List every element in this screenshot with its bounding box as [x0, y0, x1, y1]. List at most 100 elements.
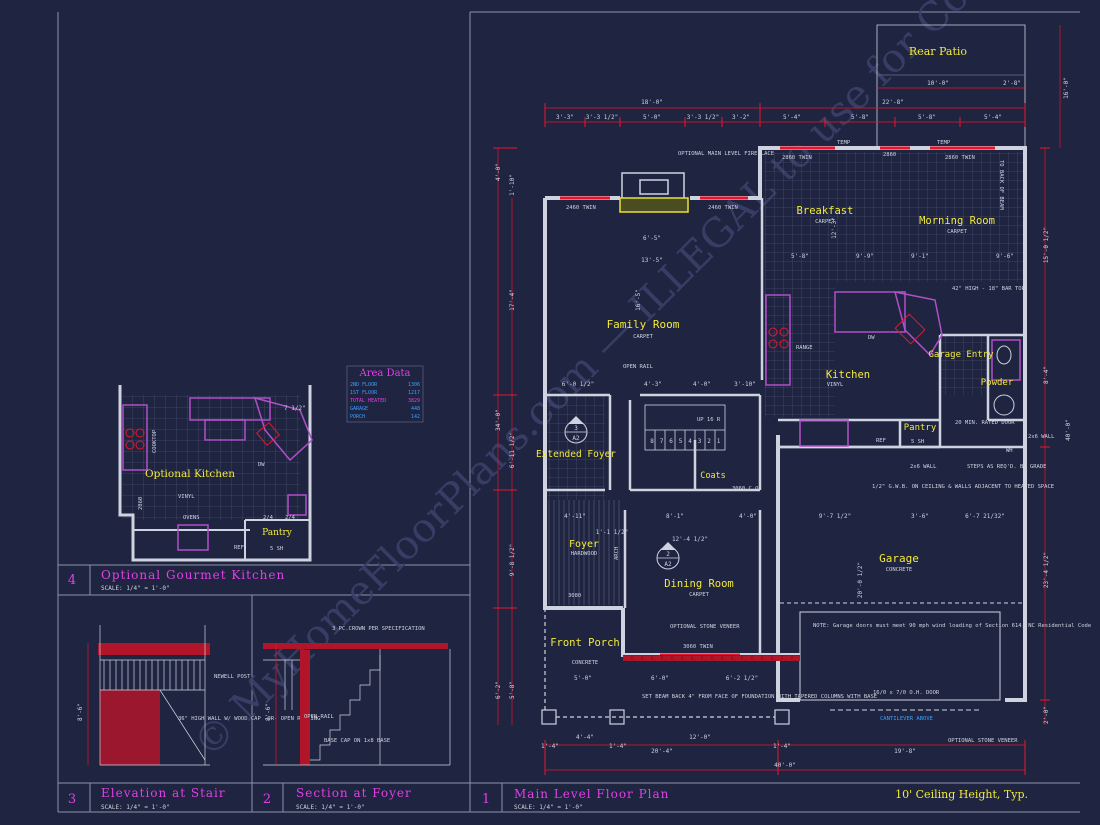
note-stone-veneer-2: OPTIONAL STONE VENEER: [948, 738, 1018, 744]
elevation-scale: SCALE: 1/4" = 1'-0": [101, 804, 170, 811]
dim-top-f: 5'-4": [783, 114, 801, 121]
note-2460-b: 2460 TWIN: [708, 205, 738, 211]
note-ref: REF: [876, 438, 886, 444]
dim-foyer-a: 6'-0 1/2": [562, 381, 595, 388]
front-porch-floor: CONCRETE: [572, 660, 599, 666]
coats-label: Coats: [700, 471, 726, 481]
extended-foyer-label: Extended Foyer: [536, 449, 616, 460]
sheet-frame: [57, 11, 1080, 813]
area-row-value: 3829: [408, 398, 420, 404]
dim-kitchen-a: 5'-8": [791, 253, 809, 260]
note-back-of-beam: TO BACK OF BEAM: [998, 160, 1004, 210]
powder-fixtures: [993, 345, 1015, 416]
note-20min: 20 MIN. RATED DOOR: [955, 420, 1015, 426]
note-temp-2: TEMP: [937, 140, 951, 146]
kitchen-label: Kitchen: [826, 369, 870, 381]
elevation-dim: 8'-6": [77, 703, 84, 721]
gourmet-kitchen-floor: VINYL: [178, 494, 195, 500]
dim-top-h: 5'-8": [918, 114, 936, 121]
dim-right-b: 23'-4 1/2": [1043, 552, 1050, 588]
dining-room-label: Dining Room: [664, 578, 734, 590]
dim-foyer-c: 4'-0": [693, 381, 711, 388]
breakfast-label: Breakfast: [797, 205, 854, 217]
dim-top-c: 5'-0": [643, 114, 661, 121]
pantry-label: Pantry: [904, 423, 937, 433]
dim-top-a: 3'-3": [556, 114, 574, 121]
garage-label: Garage: [879, 552, 919, 565]
note-cantilever: CANTILEVER ABOVE: [880, 716, 933, 722]
section-tag-2: 2 A2: [656, 542, 680, 570]
section-tag-2-top: 2: [666, 551, 670, 558]
dim-fireplace-w: 6'-5": [643, 235, 661, 242]
dim-left-total: 34'-0": [495, 409, 502, 431]
note-dw: DW: [868, 335, 875, 341]
note-2460-a: 2460 TWIN: [566, 205, 596, 211]
breakfast-floor: CARPET: [815, 219, 836, 225]
foyer-label: Foyer: [569, 539, 599, 550]
dim-bottom-e: 1'-4": [609, 743, 627, 750]
note-2860-unit: 2860: [883, 152, 896, 158]
garage-floor: CONCRETE: [886, 567, 913, 573]
kitchen-floor: VINYL: [827, 382, 844, 388]
note-3060-co: 3060 C.O.: [732, 486, 762, 492]
dim-left-c: 9'-8 1/2": [509, 544, 516, 577]
elevation-number: 3: [68, 792, 76, 807]
dim-bottom-c: 1'-4": [541, 743, 559, 750]
note-garage: NOTE: Garage doors must meet 90 mph wind…: [813, 623, 1091, 629]
stair-riser-number: 5: [679, 438, 683, 445]
stair-riser-number: 6: [669, 438, 673, 445]
stair-riser-number: 8: [650, 438, 654, 445]
dim-patio-side: 2'-8": [1003, 80, 1021, 87]
gourmet-kitchen-plan: Optional Kitchen VINYL COOKTOP DW OVENS …: [68, 385, 313, 592]
dim-garage-d: 20'-0 1/2": [857, 562, 864, 598]
area-data-title: Area Data: [358, 368, 410, 379]
section-number: 2: [263, 792, 271, 807]
rear-patio-label: Rear Patio: [909, 45, 968, 58]
note-temp: TEMP: [837, 140, 851, 146]
gourmet-ref: REF: [234, 545, 244, 551]
foyer-hardwood: [548, 500, 620, 605]
area-row-value: 1217: [408, 390, 420, 396]
area-row-label: GARAGE: [350, 406, 368, 412]
note-steps: STEPS AS REQ'D. BY GRADE: [967, 464, 1046, 470]
main-plan-scale: SCALE: 1/4" = 1'-0": [514, 804, 583, 811]
stair-riser-number: 2: [707, 438, 711, 445]
dim-left-b: 6'-11 1/2": [509, 432, 516, 468]
section-tag-2-bottom: A2: [664, 561, 672, 568]
note-arch: ARCH: [614, 547, 620, 560]
gourmet-dim-d: 2/4: [285, 515, 296, 521]
dim-bfast-h: 12'-3": [831, 217, 838, 239]
dim-family-w: 13'-5": [641, 257, 663, 264]
room-labels: Breakfast CARPET Morning Room CARPET Fam…: [536, 205, 1014, 666]
note-gwb: 1/2" G.W.B. ON CEILING & WALLS ADJACENT …: [872, 484, 1054, 490]
dim-garage-a: 9'-7 1/2": [819, 513, 852, 520]
section-foyer-detail: 8'-6" 3 PC.CROWN PER SPECIFICATION OPEN …: [263, 626, 451, 811]
note-2860-b: 2860 TWIN: [945, 155, 975, 161]
section-note-crown: 3 PC.CROWN PER SPECIFICATION: [332, 626, 425, 632]
elevation-title: Elevation at Stair: [101, 786, 226, 800]
dim-bottom-d: 4'-4": [576, 734, 594, 741]
area-row-label: 1ST FLOOR: [350, 390, 378, 396]
dim-left-f: 4'-0": [495, 163, 502, 181]
dim-bottom-total: 40'-0": [774, 762, 796, 769]
section-note-rail: OPEN RAIL: [304, 714, 334, 720]
kitchen-cabinets: [765, 291, 1021, 447]
note-range: RANGE: [796, 345, 813, 351]
dim-porch-a: 5'-0": [574, 675, 592, 682]
stair-riser-number: 4: [688, 438, 692, 445]
dim-left-g: 1'-10": [509, 174, 516, 196]
stair-riser-number: 7: [660, 438, 664, 445]
dim-porch-c: 6'-2 1/2": [726, 675, 759, 682]
note-5sh: 5 SH: [911, 439, 924, 445]
area-row-label: PORCH: [350, 414, 365, 420]
dim-right-patio: 16'-0": [1063, 77, 1070, 99]
elevation-note-post: NEWELL POST: [214, 674, 251, 680]
gourmet-ovens: OVENS: [183, 515, 200, 521]
dim-bottom-f: 1'-4": [773, 743, 791, 750]
dim-right-d: 2'-0": [1043, 706, 1050, 724]
dim-right-c: 8'-4": [1043, 366, 1050, 384]
dim-right-a: 15'-0 1/2": [1043, 227, 1050, 263]
